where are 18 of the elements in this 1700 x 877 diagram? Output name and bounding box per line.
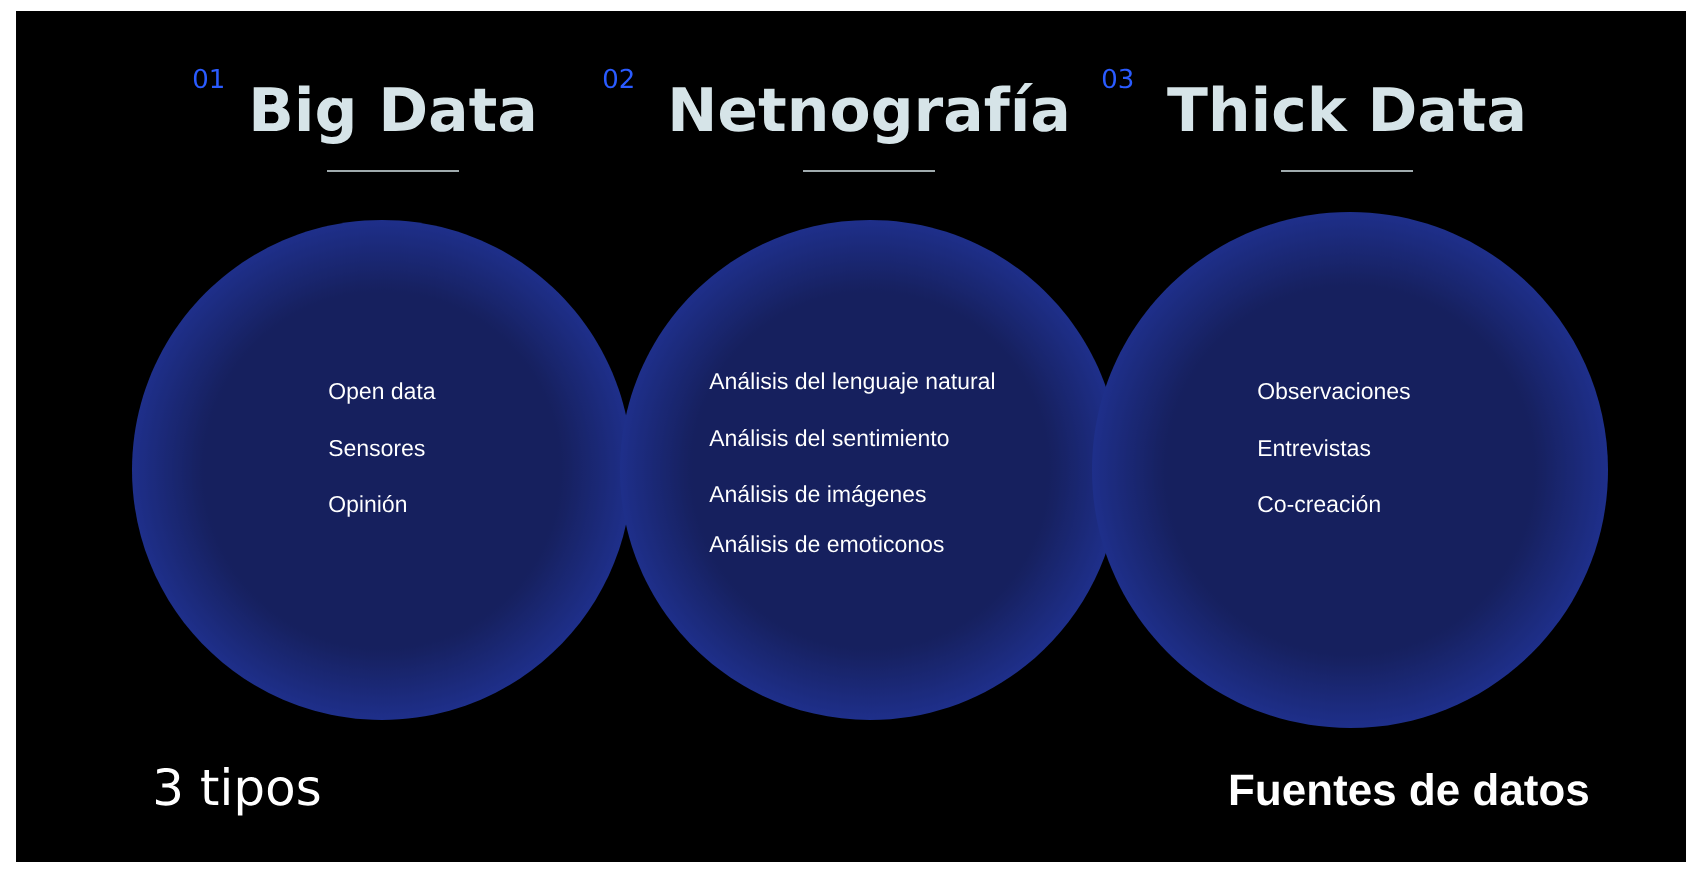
list-item: Opinión [329,495,406,517]
heading: Netnografía [672,83,1067,144]
list-item: Open data [329,382,436,404]
caption-text: Fuentes de datos [1230,773,1588,806]
number: 02 [603,68,633,89]
list-item: Sensores [329,439,425,457]
list-item: Observaciones [1258,382,1410,400]
heading: Thick Data [1167,85,1523,132]
list-item: Co-creación [1258,495,1380,513]
list-item: Análisis de emoticonos [709,535,944,553]
number: 03 [1102,68,1133,89]
list-item: Análisis del sentimiento [709,429,949,447]
list-item: Entrevistas [1259,439,1371,457]
number: 01 [193,68,223,89]
caption-text: 3 tipos [156,767,320,816]
heading: Big Data [253,85,534,144]
list-item: Análisis del lenguaje natural [709,372,994,394]
list-item: Análisis de imágenes [709,485,926,507]
